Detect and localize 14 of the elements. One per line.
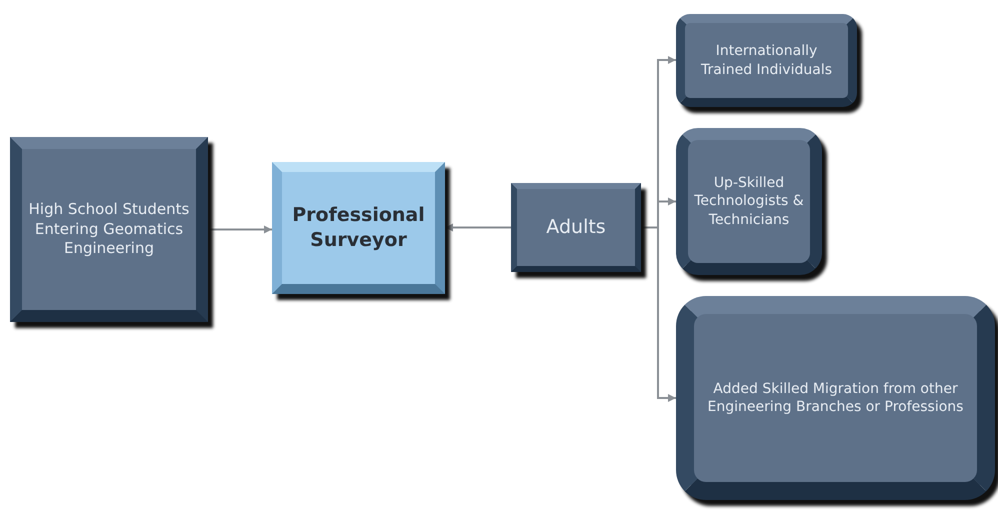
process-box	[10, 137, 208, 322]
box-label: High School Students Entering Geomatics Engineering	[28, 200, 190, 259]
box-label: Adults	[546, 215, 606, 240]
box-label: Up-Skilled Technologists & Technicians	[693, 174, 805, 229]
process-box	[676, 296, 995, 500]
arrow	[208, 226, 272, 234]
process-box	[676, 14, 857, 107]
process-box	[272, 162, 445, 294]
box-label: Added Skilled Migration from other Engineering Branches or Professions	[706, 380, 964, 416]
box-label: Professional Surveyor	[291, 203, 426, 253]
box-label: Internationally Trained Individuals	[700, 42, 834, 79]
process-box	[511, 183, 641, 272]
arrow	[445, 224, 511, 232]
process-box	[676, 128, 822, 275]
